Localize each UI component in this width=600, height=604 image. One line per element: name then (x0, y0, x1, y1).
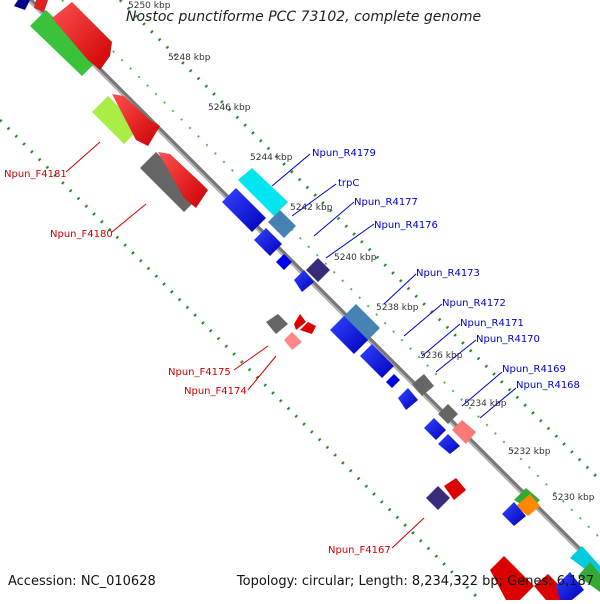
gene-label-npun-r4170[interactable]: Npun_R4170 (476, 334, 540, 345)
kbp-tick-label: 5246 kbp (208, 103, 251, 113)
gene-label-npun-r4176[interactable]: Npun_R4176 (374, 220, 438, 231)
gene-forward-block[interactable] (30, 10, 98, 76)
gene-forward-block[interactable] (92, 96, 140, 144)
gene-label-npun-f4175[interactable]: Npun_F4175 (168, 367, 231, 378)
forward-genes (14, 0, 566, 600)
gene-label-npun-f4180[interactable]: Npun_F4180 (50, 229, 113, 240)
gene-reverse-block[interactable] (342, 304, 380, 342)
kbp-tick-label: 5234 kbp (464, 399, 507, 409)
gene-forward-block[interactable] (294, 314, 306, 330)
gene-label-npun-r4179[interactable]: Npun_R4179 (312, 148, 376, 159)
gene-forward-block[interactable] (112, 94, 160, 146)
gene-reverse-block[interactable] (360, 344, 394, 378)
gene-reverse-block[interactable] (438, 404, 458, 424)
genome-backbone (28, 0, 600, 572)
gene-reverse-block[interactable] (452, 420, 476, 444)
gene-forward-block[interactable] (14, 0, 30, 10)
forward-leader-lines (65, 141, 425, 549)
gene-forward-block[interactable] (534, 574, 566, 600)
gene-reverse-block[interactable] (222, 188, 266, 232)
reverse-gene-labels: Npun_R4179 trpC Npun_R4177 Npun_R4176 Np… (312, 148, 580, 391)
gene-reverse-block[interactable] (330, 316, 368, 354)
gene-reverse-block[interactable] (238, 168, 288, 216)
gene-reverse-block[interactable] (502, 502, 526, 526)
gene-forward-block[interactable] (284, 332, 302, 350)
kbp-tick-label: 5230 kbp (552, 493, 595, 503)
gene-reverse-block[interactable] (306, 258, 330, 282)
gene-label-npun-f4174[interactable]: Npun_F4174 (184, 386, 247, 397)
reverse-genes (222, 168, 600, 600)
gene-forward-block[interactable] (300, 322, 316, 334)
gene-label-npun-r4173[interactable]: Npun_R4173 (416, 268, 480, 279)
kbp-tick-label: 5236 kbp (420, 351, 463, 361)
genome-backbone-highlight (27, 0, 600, 573)
kbp-tick-label: 5240 kbp (334, 253, 377, 263)
gene-reverse-block[interactable] (294, 270, 314, 292)
map-title: Nostoc punctiforme PCC 73102, complete g… (126, 9, 482, 25)
gene-reverse-block[interactable] (578, 562, 600, 592)
gene-label-npun-r4177[interactable]: Npun_R4177 (354, 197, 418, 208)
kbp-tick-label: 5242 kbp (290, 203, 333, 213)
gene-forward-block[interactable] (34, 0, 48, 12)
gene-reverse-block[interactable] (398, 388, 418, 410)
gene-label-trpc[interactable]: trpC (338, 178, 359, 189)
kbp-tick-label: 5250 kbp (128, 1, 171, 11)
gene-label-npun-r4168[interactable]: Npun_R4168 (516, 380, 580, 391)
gene-reverse-block[interactable] (438, 434, 460, 454)
kbp-tick-label: 5238 kbp (376, 303, 419, 313)
gene-forward-block[interactable] (52, 2, 112, 70)
gene-reverse-block[interactable] (386, 374, 400, 388)
genome-summary: Topology: circular; Length: 8,234,322 bp… (236, 574, 594, 589)
gene-reverse-block[interactable] (556, 572, 584, 600)
forward-gene-labels: Npun_F4181 Npun_F4180 Npun_F4175 Npun_F4… (4, 169, 391, 556)
gene-reverse-block[interactable] (276, 254, 292, 270)
gene-label-npun-r4172[interactable]: Npun_R4172 (442, 298, 506, 309)
gene-reverse-block[interactable] (516, 494, 540, 516)
gene-forward-block[interactable] (158, 152, 208, 208)
gene-forward-block[interactable] (426, 486, 450, 510)
gene-forward-block[interactable] (266, 314, 288, 334)
gene-label-npun-r4171[interactable]: Npun_R4171 (460, 318, 524, 329)
gene-reverse-block[interactable] (254, 228, 282, 256)
accession-label: Accession: NC_010628 (8, 574, 156, 589)
gene-reverse-block[interactable] (424, 418, 446, 440)
outer-dotted-ring (118, 0, 600, 482)
mid-dotted-ring (61, 0, 600, 539)
kbp-tick-label: 5248 kbp (168, 53, 211, 63)
kbp-tick-label: 5244 kbp (250, 153, 293, 163)
gene-reverse-block[interactable] (268, 210, 296, 238)
gene-forward-block[interactable] (490, 556, 534, 600)
gene-label-npun-f4167[interactable]: Npun_F4167 (328, 545, 391, 556)
gene-reverse-block[interactable] (412, 374, 434, 396)
gene-label-npun-r4169[interactable]: Npun_R4169 (502, 364, 566, 375)
gene-forward-block[interactable] (444, 478, 466, 500)
gene-label-npun-f4181[interactable]: Npun_F4181 (4, 169, 67, 180)
kbp-tick-label: 5232 kbp (508, 447, 551, 457)
kbp-tick-labels: 5250 kbp 5248 kbp 5246 kbp 5244 kbp 5242… (128, 1, 595, 503)
reverse-leader-lines (271, 153, 517, 419)
